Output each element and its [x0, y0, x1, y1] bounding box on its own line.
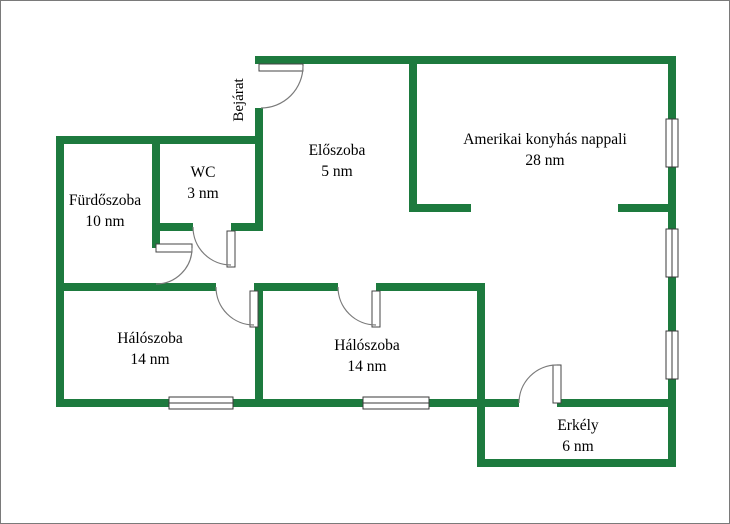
- room-name: Hálószoba: [117, 330, 183, 347]
- bathroom-door-leaf: [155, 243, 193, 253]
- bedroom2-door-leaf: [371, 290, 381, 328]
- wall-bedrooms-top-a: [56, 283, 216, 291]
- wall-wc-bottom-left: [152, 223, 193, 231]
- wall-bedrooms-top-c: [376, 283, 485, 291]
- wall-top: [255, 56, 676, 64]
- wc-door-arc: [192, 226, 232, 266]
- wall-entrance-lower: [255, 108, 263, 144]
- room-name: Erkély: [557, 417, 599, 434]
- room-label-nappali: Amerikai konyhás nappali 28 nm: [415, 129, 675, 171]
- bedroom2-door: [337, 286, 381, 328]
- room-area: 3 nm: [187, 185, 219, 202]
- wall-bedroom-divider: [255, 291, 263, 399]
- balcony-door-arc: [518, 364, 558, 404]
- wall-left: [56, 136, 64, 407]
- room-label-wc: WC 3 nm: [153, 162, 253, 204]
- wall-bedroom2-right-balcony-left: [477, 283, 485, 467]
- room-label-furdoszoba: Fürdőszoba 10 nm: [46, 190, 164, 232]
- room-name: Amerikai konyhás nappali: [463, 131, 627, 148]
- wall-wc-bottom-right: [231, 223, 263, 231]
- bedroom2-door-arc: [337, 286, 377, 326]
- balcony-door-leaf: [552, 364, 562, 404]
- wall-living-bottom-left: [485, 399, 519, 407]
- entrance-door-leaf: [258, 63, 304, 72]
- window-bottom-1: [168, 396, 234, 410]
- bedroom1-door-leaf: [249, 290, 259, 328]
- bedroom1-door-arc: [215, 286, 255, 326]
- room-label-haloszoba-2: Hálószoba 14 nm: [307, 335, 427, 377]
- window-bottom-2: [362, 396, 430, 410]
- wall-hall-living-divider: [409, 56, 417, 212]
- wc-door: [192, 226, 236, 268]
- windows: [168, 118, 679, 410]
- room-label-haloszoba-1: Hálószoba 14 nm: [90, 328, 210, 370]
- room-name: Hálószoba: [334, 337, 400, 354]
- bathroom-door-arc: [155, 247, 193, 285]
- room-area: 5 nm: [321, 163, 353, 180]
- room-area: 6 nm: [562, 438, 594, 455]
- room-area: 28 nm: [525, 152, 565, 169]
- room-name: WC: [190, 164, 216, 181]
- room-area: 10 nm: [85, 213, 125, 230]
- doors: [155, 63, 562, 404]
- wall-kitchen-divider-left: [409, 204, 471, 212]
- wall-bath-wc-divider: [152, 136, 160, 248]
- wall-bedrooms-top-b: [254, 283, 338, 291]
- room-label-erkely: Erkély 6 nm: [518, 415, 638, 457]
- room-label-eloszoba: Előszoba 5 nm: [277, 140, 397, 182]
- room-name: Fürdőszoba: [68, 192, 142, 209]
- room-area: 14 nm: [347, 358, 387, 375]
- room-area: 14 nm: [130, 351, 170, 368]
- bedroom1-door: [215, 286, 259, 328]
- wall-living-bottom-right: [557, 399, 676, 407]
- wall-kitchen-divider-right: [618, 204, 676, 212]
- room-name: Előszoba: [308, 142, 366, 159]
- wall-bottom: [56, 399, 485, 407]
- entrance-label: Bejárat: [231, 78, 247, 122]
- window-right-3: [665, 330, 679, 380]
- bathroom-door: [155, 243, 193, 285]
- window-right-2: [665, 228, 679, 278]
- window-right-1: [665, 118, 679, 168]
- wc-door-leaf: [226, 230, 236, 268]
- wall-balcony-bottom: [477, 459, 676, 467]
- entrance-door: [258, 63, 304, 109]
- balcony-door: [518, 364, 562, 404]
- wall-wc-right: [255, 144, 263, 231]
- entrance-door-arc: [260, 65, 304, 109]
